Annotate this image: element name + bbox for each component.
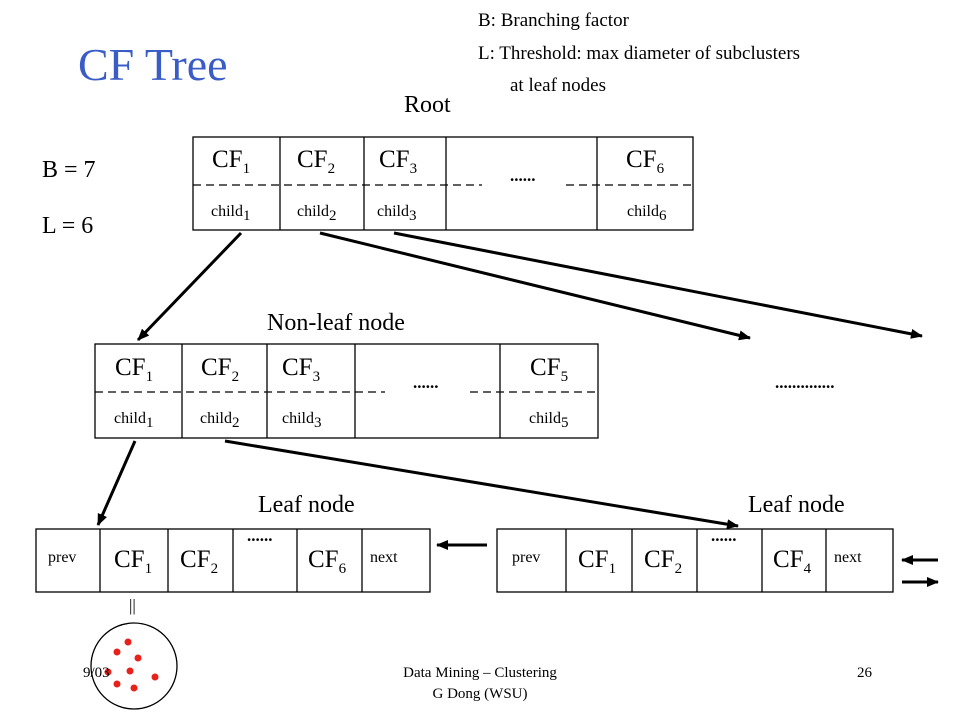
page-title: CF Tree: [78, 39, 228, 90]
legend-branching-factor: B: Branching factor: [478, 10, 629, 31]
leaf2-next: next: [834, 549, 862, 566]
footer-course: Data Mining – Clustering: [403, 665, 557, 681]
nonleaf-child-3: child3: [282, 410, 322, 432]
nonleaf-label: Non-leaf node: [267, 310, 405, 336]
leaf2-ellipsis: ......: [711, 526, 737, 545]
root-cf-1: CF1: [212, 146, 251, 177]
arrow-nonleaf-child1: [96, 440, 137, 526]
leaf1-next: next: [370, 549, 398, 566]
root-cf-2: CF2: [297, 146, 336, 177]
footer-page-number: 26: [857, 665, 872, 681]
leaf1-cf-2: CF2: [180, 546, 219, 577]
root-cf-3: CF3: [379, 146, 418, 177]
leaf-node-1-box: [35, 528, 431, 593]
nonleaf-child-1: child1: [114, 410, 154, 432]
arrow-root-child2: [319, 231, 751, 341]
root-label: Root: [404, 92, 451, 118]
leaf2-prev: prev: [512, 549, 541, 566]
legend-threshold-cont: at leaf nodes: [510, 75, 607, 96]
nonleaf-cf-2: CF2: [201, 354, 240, 385]
leaf2-cf-4: CF4: [773, 546, 812, 577]
footer-date: 9/03: [83, 665, 110, 681]
leaf1-ellipsis: ......: [247, 526, 273, 545]
nonleaf-node-box: [94, 343, 599, 439]
nonleaf-cf-1: CF1: [115, 354, 154, 385]
equals-mark: ||: [129, 596, 136, 615]
leaf-node-1-label: Leaf node: [258, 492, 355, 518]
leaf-node-2-label: Leaf node: [748, 492, 845, 518]
legend-threshold: L: Threshold: max diameter of subcluster…: [478, 43, 801, 64]
side-ellipsis: ..............: [775, 373, 835, 392]
root-child-6: child6: [627, 203, 667, 225]
leaf1-cf-1: CF1: [114, 546, 153, 577]
root-child-3: child3: [377, 203, 417, 225]
footer-author: G Dong (WSU): [432, 686, 528, 702]
nonleaf-child-2: child2: [200, 410, 240, 432]
leaf1-cf-6: CF6: [308, 546, 347, 577]
param-b: B = 7: [42, 157, 96, 183]
root-child-2: child2: [297, 203, 337, 225]
nonleaf-cf-5: CF5: [530, 354, 569, 385]
leaf1-prev: prev: [48, 549, 77, 566]
nonleaf-cf-3: CF3: [282, 354, 321, 385]
arrow-root-child3: [393, 231, 923, 339]
nonleaf-child-5: child5: [529, 410, 569, 432]
arrow-root-child1: [136, 231, 243, 342]
leaf-node-2-box: [496, 528, 894, 593]
nonleaf-ellipsis: ......: [413, 373, 439, 392]
arrow-nonleaf-child2: [224, 439, 739, 530]
leaf2-cf-2: CF2: [644, 546, 683, 577]
param-l: L = 6: [42, 213, 94, 239]
root-cf-6: CF6: [626, 146, 665, 177]
root-ellipsis: ......: [510, 166, 536, 185]
leaf2-cf-1: CF1: [578, 546, 617, 577]
root-node-box: [192, 136, 694, 231]
root-child-1: child1: [211, 203, 251, 225]
subcluster-circle: [90, 622, 178, 710]
